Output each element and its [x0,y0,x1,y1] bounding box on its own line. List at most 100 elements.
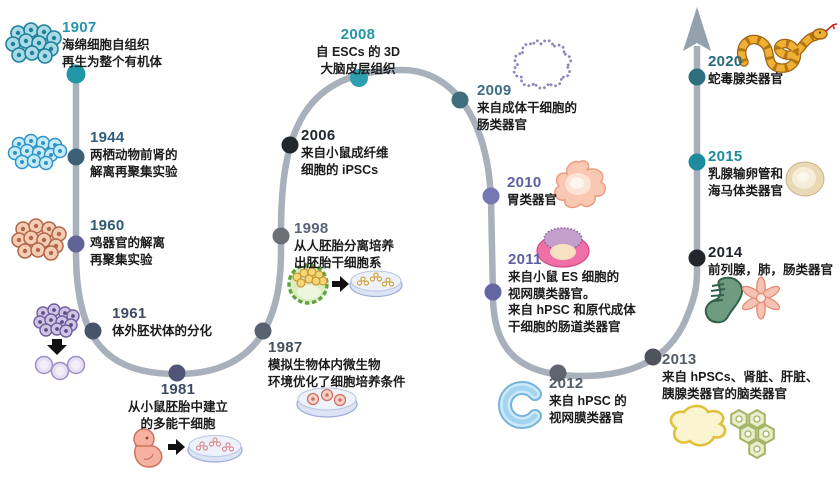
milestone-dot-2014 [688,249,706,267]
retina-c-icon [498,381,542,429]
petri-dish-icon [349,270,403,298]
arrow-down-icon [47,339,67,355]
milestone-year: 1998 [294,220,329,237]
milestone-text-line: 海绵细胞自组织 [62,38,150,52]
mouse-embryo-dish-icon [133,428,243,468]
lung-organoid-icon [741,276,781,320]
prostate-lung-organoid-icon [704,276,781,324]
milestone-year: 2011 [508,251,542,268]
milestone-year: 2006 [301,127,336,144]
milestone-year: 2013 [662,351,697,368]
milestone-text-line: 的多能干细胞 [140,416,216,431]
milestone-dot-2013 [644,348,662,366]
milestone-text-line: 胰腺类器官的脑类器官 [662,386,788,401]
amphibian-cells-icon [7,133,68,171]
milestone-dot-2012 [549,364,567,382]
milestone-dot-2015 [688,153,706,171]
milestone-text-line: 两栖动物前肾的 [90,148,178,162]
milestone-year: 1961 [112,305,147,322]
milestone-text-line: 蛇毒腺类器官 [708,72,784,86]
petri-dish-icon [296,387,358,418]
milestone-year: 2008 [340,26,376,43]
milestone-label-2011: 2011 来自小鼠 ES 细胞的 视网膜类器官。 来自 hPSC 和原代成体 干… [508,250,636,335]
stomach-organoid-icon [554,160,606,209]
milestone-label-1944: 1944 两栖动物前肾的 解离再聚集实验 [90,128,178,180]
milestone-year: 1987 [268,339,303,356]
milestone-dot-1907 [66,64,86,84]
milestone-year: 1981 [160,381,196,398]
milestone-text-line: 体外胚状体的分化 [112,324,213,338]
milestone-text-line: 来自小鼠 ES 细胞的 [508,270,620,284]
brain-kidney-organoid-icon [669,404,775,460]
gut-organoid-icon [512,39,573,90]
milestone-dot-1981 [168,364,186,382]
milestone-text-line: 细胞的 iPSCs [301,162,379,177]
arrow-right-icon [168,439,185,455]
milestone-text-line: 视网膜类器官 [549,410,625,425]
milestone-label-2008: 2008 自 ESCs 的 3D 大脑皮层组织 [288,25,428,77]
milestone-year: 2010 [507,174,542,191]
milestone-label-2013: 2013 来自 hPSCs、肾脏、肝脏、 胰腺类器官的脑类器官 [662,350,818,402]
milestone-label-2012: 2012 来自 hPSC 的 视网膜类器官 [549,374,627,426]
hexagon-cells-icon [730,408,775,460]
milestone-year: 2009 [477,82,512,99]
mouse-embryo-icon [133,428,163,468]
milestone-text-line: 模拟生物体内微生物 [268,358,381,372]
milestone-text-line: 来自 hPSC 的 [549,394,627,408]
optic-cup-icon [536,227,590,268]
milestone-label-1907: 1907 海绵细胞自组织 再生为整个有机体 [62,18,162,70]
milestone-label-1961: 1961 体外胚状体的分化 [112,304,212,340]
milestone-text-line: 肠类器官 [477,117,528,132]
sponge-cells-icon [5,22,62,64]
embryoid-body-icon [33,303,86,381]
milestone-text-line: 自 ESCs 的 3D [315,45,401,59]
milestone-dot-2009 [451,91,469,109]
milestone-dot-1998 [272,227,290,245]
milestone-label-1998: 1998 从人胚胎分离培养 出胚胎干细胞系 [294,219,394,271]
petri-dish-icon [187,435,243,463]
arrow-up-icon [683,7,711,51]
chick-cells-icon [11,218,67,261]
milestone-dot-1960 [67,235,85,253]
blastocyst-dish-icon [287,263,403,305]
milestone-text-line: 再生为整个有机体 [62,54,163,69]
arrow-right-icon [332,276,349,292]
milestone-label-1981: 1981 从小鼠胚胎中建立 的多能干细胞 [100,380,256,432]
milestone-text-line: 视网膜类器官。 [508,286,596,301]
milestone-year: 1907 [62,19,97,36]
hippocampus-organoid-icon [785,161,825,197]
milestone-label-2015: 2015 乳腺输卵管和 海马体类器官 [708,147,783,199]
milestone-text-line: 环境优化了细胞培养条件 [268,374,406,389]
milestone-text-line: 解离再聚集实验 [90,164,178,179]
milestone-text-line: 来自 hPSC 和原代成体 [508,303,636,317]
milestone-dot-1987 [254,322,272,340]
milestone-label-2014: 2014 前列腺，肺，肠类器官 [708,243,833,279]
milestone-dot-2008 [350,69,368,87]
milestone-text-line: 出胚胎干细胞系 [294,255,382,270]
milestone-year: 2012 [549,375,584,392]
milestone-text-line: 干细胞的肠道类器官 [508,319,621,334]
milestone-text-line: 来自成体干细胞的 [477,101,578,115]
milestone-label-2009: 2009 来自成体干细胞的 肠类器官 [477,81,577,133]
milestone-year: 1944 [90,129,125,146]
milestone-label-2020: 2020 蛇毒腺类器官 [708,52,783,88]
milestone-text-line: 从人胚胎分离培养 [294,239,395,253]
milestone-text-line: 来自小鼠成纤维 [301,146,389,160]
milestone-dot-2020 [688,68,706,86]
milestone-dot-1944 [67,148,85,166]
milestone-text-line: 海马体类器官 [708,183,784,198]
milestone-year: 2014 [708,244,743,261]
milestone-text-line: 乳腺输卵管和 [708,167,784,181]
milestone-label-1987: 1987 模拟生物体内微生物 环境优化了细胞培养条件 [268,338,406,390]
milestone-label-2010: 2010 胃类器官 [507,173,557,209]
milestone-year: 2020 [708,53,743,70]
snake-icon [737,23,838,73]
milestone-text-line: 大脑皮层组织 [320,61,396,76]
milestone-label-1960: 1960 鸡器官的解离 再聚集实验 [90,216,165,268]
milestone-label-2006: 2006 来自小鼠成纤维 细胞的 iPSCs [301,126,389,178]
milestone-dot-2010 [482,187,500,205]
milestone-year: 2015 [708,148,743,165]
milestone-dot-1961 [84,322,102,340]
